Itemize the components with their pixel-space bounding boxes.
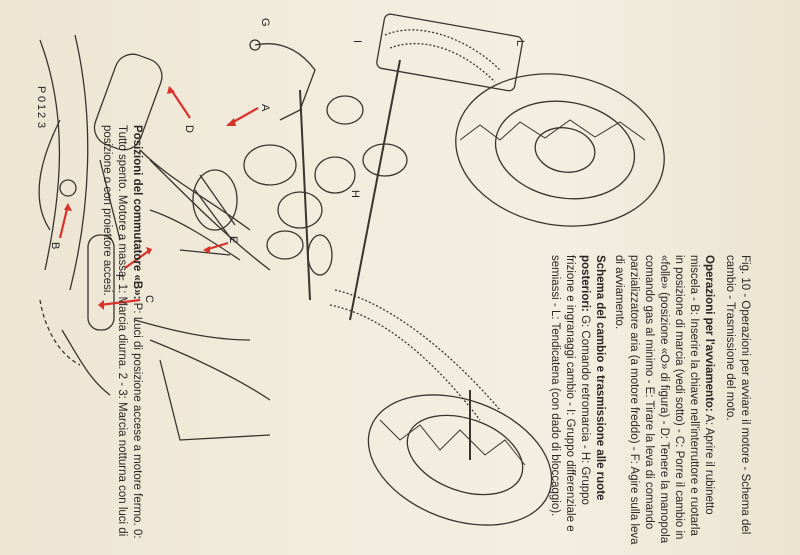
label-b: B	[49, 242, 61, 249]
label-e: E	[227, 236, 239, 243]
switch-pos-p: P	[35, 86, 47, 93]
label-h: H	[349, 190, 361, 198]
lower-chain	[329, 289, 501, 421]
ignition-switch	[59, 179, 77, 197]
legend-p: P: Luci di posizione accese a motore fer…	[131, 302, 143, 526]
main-shaft	[299, 89, 311, 301]
switch-pos-2: 2	[35, 112, 47, 118]
handlebar-outline	[39, 39, 61, 271]
right-grip	[93, 53, 163, 151]
figure-caption: Fig. 10 - Operazioni per avviare il moto…	[549, 0, 800, 555]
label-f: F	[113, 274, 125, 281]
arrow-b	[58, 204, 70, 239]
label-a: A	[259, 104, 271, 112]
start-text: A: Aprire il rubinetto miscela - B: Inse…	[613, 255, 715, 545]
label-c: C	[143, 295, 155, 303]
switch-pos-3: 3	[35, 122, 47, 128]
switch-pos-1: 1	[35, 104, 47, 110]
gear-dial	[39, 299, 81, 366]
label-i: I	[351, 40, 363, 43]
arrow-f	[124, 249, 151, 269]
lower-wheel	[367, 394, 553, 526]
left-grip	[87, 234, 115, 331]
diff-shaft	[349, 59, 401, 321]
chain-tensioner	[376, 13, 523, 92]
start-title: Operazioni per l'avviamento:	[703, 255, 715, 412]
switch-pos-0: 0	[35, 96, 47, 102]
switch-legend: Posizioni del commutatore «B»: P: Luci d…	[0, 5, 156, 555]
reverse-lever	[254, 43, 316, 121]
engine-cylinder	[192, 169, 238, 231]
legend-title: Posizioni del commutatore «B»:	[131, 125, 143, 300]
label-d: D	[183, 125, 195, 133]
clutch-gear	[243, 144, 297, 186]
switch-positions: 3 2 1 0 P	[35, 86, 47, 128]
figure-title: Fig. 10 - Operazioni per avviare il moto…	[724, 255, 751, 535]
arrow-c	[99, 298, 141, 307]
upper-chain	[384, 29, 501, 83]
arrow-d	[169, 87, 191, 119]
label-g: G	[259, 18, 271, 27]
label-l: L	[514, 40, 526, 46]
legend-1: 1: Marcia diurna.	[116, 283, 128, 370]
upper-wheel	[455, 73, 665, 227]
